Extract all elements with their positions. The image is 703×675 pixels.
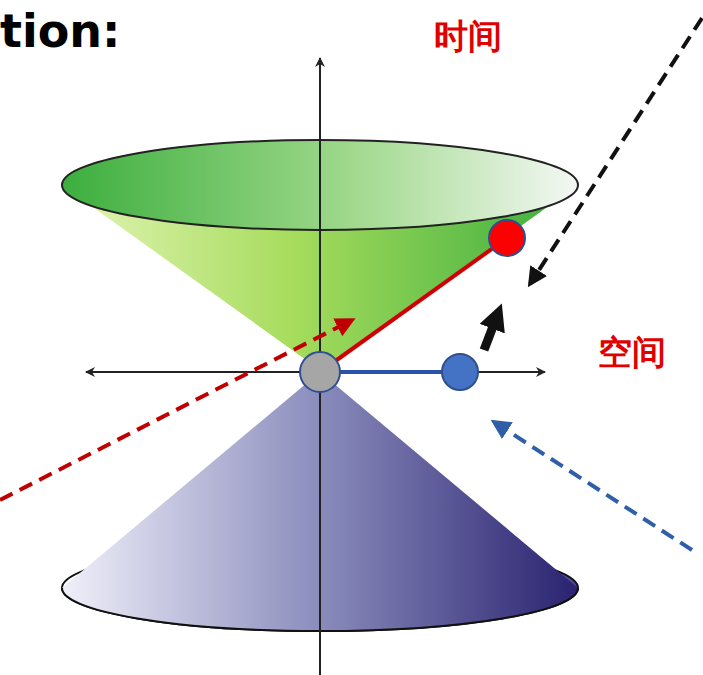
- heading: tion:: [0, 6, 121, 57]
- lightlike-line: [320, 238, 507, 372]
- spacelike-event: [442, 354, 478, 390]
- pointer-arrow: [0, 320, 352, 500]
- axis-label: 空间: [598, 334, 666, 371]
- pointer-arrow: [530, 18, 702, 284]
- rotation-arrow: [484, 316, 497, 350]
- axis-label: 时间: [434, 18, 502, 55]
- origin-event: [300, 352, 340, 392]
- lightlike-event: [489, 220, 525, 256]
- pointer-arrow: [494, 422, 692, 550]
